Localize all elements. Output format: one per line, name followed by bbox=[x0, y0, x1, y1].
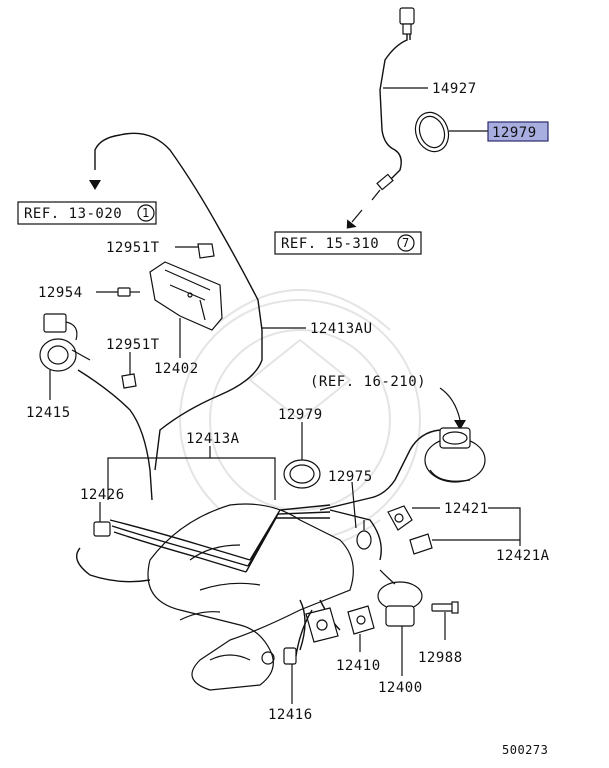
arrow-ref13-head bbox=[89, 180, 101, 190]
label-12979-mid[interactable]: 12979 bbox=[278, 407, 323, 423]
sensor-12421A[interactable] bbox=[409, 533, 433, 555]
clamp-12979-top[interactable] bbox=[410, 108, 454, 157]
label-12951T-b[interactable]: 12951T bbox=[106, 337, 160, 353]
distributor-ref16[interactable] bbox=[424, 427, 486, 483]
ref13-box[interactable] bbox=[17, 201, 157, 225]
label-12954[interactable]: 12954 bbox=[38, 285, 83, 301]
label-12426[interactable]: 12426 bbox=[80, 487, 125, 503]
arrow-ref16-head bbox=[454, 420, 466, 430]
label-12413A[interactable]: 12413A bbox=[186, 431, 240, 447]
vacuum-hose-left bbox=[77, 369, 153, 501]
label-12951T-a[interactable]: 12951T bbox=[106, 240, 160, 256]
ref15-box[interactable] bbox=[274, 231, 422, 255]
ref16-text[interactable]: (REF. 16-210) bbox=[310, 374, 426, 390]
clip-12951T-b[interactable] bbox=[121, 373, 137, 389]
ref15-num: 7 bbox=[402, 236, 410, 250]
bracket-12402[interactable] bbox=[149, 261, 223, 331]
gasket-12410[interactable] bbox=[347, 605, 375, 635]
bracket-line-12413A bbox=[107, 457, 276, 500]
highlight-box-12979 bbox=[487, 121, 549, 142]
fitting-12975[interactable] bbox=[356, 520, 372, 550]
sensor-12421[interactable] bbox=[387, 505, 413, 531]
pipe-12416[interactable] bbox=[283, 609, 313, 665]
label-12413AU[interactable]: 12413AU bbox=[310, 321, 373, 337]
arrow-ref16-shaft bbox=[439, 387, 461, 421]
leader-12975 bbox=[351, 481, 357, 529]
label-12400[interactable]: 12400 bbox=[378, 680, 423, 696]
clip-12951T-a[interactable] bbox=[197, 243, 215, 259]
connector-12426[interactable] bbox=[93, 521, 111, 537]
bolt-12954[interactable] bbox=[117, 287, 140, 297]
label-12975[interactable]: 12975 bbox=[328, 469, 373, 485]
label-12410[interactable]: 12410 bbox=[336, 658, 381, 674]
label-12979-highlighted[interactable]: 12979 bbox=[492, 125, 537, 141]
label-12416[interactable]: 12416 bbox=[268, 707, 313, 723]
ref13-num: 1 bbox=[142, 206, 150, 220]
clamp-12979-mid[interactable] bbox=[283, 459, 321, 489]
engine-manifold bbox=[147, 503, 354, 691]
vacuum-hose-right bbox=[319, 429, 441, 511]
ref13-text: REF. 13-020 bbox=[24, 206, 122, 222]
ref13-num-circle bbox=[137, 204, 155, 222]
diagram-id: 500273 bbox=[502, 743, 548, 757]
arrow-ref15-shaft bbox=[351, 209, 363, 223]
arrow-ref15-head bbox=[346, 219, 357, 229]
label-12402[interactable]: 12402 bbox=[154, 361, 199, 377]
label-14927[interactable]: 14927 bbox=[432, 81, 477, 97]
vacuum-hose-upper bbox=[94, 132, 263, 331]
bolt-12988[interactable] bbox=[431, 601, 459, 614]
egr-valve-12400[interactable] bbox=[377, 569, 423, 627]
label-12988[interactable]: 12988 bbox=[418, 650, 463, 666]
label-12421[interactable]: 12421 bbox=[444, 501, 489, 517]
label-12421A[interactable]: 12421A bbox=[496, 548, 550, 564]
adapter-plate bbox=[305, 607, 339, 643]
vacuum-hose-center bbox=[154, 330, 263, 471]
bracket-line-12421A bbox=[432, 507, 521, 541]
label-12415[interactable]: 12415 bbox=[26, 405, 71, 421]
ref15-text: REF. 15-310 bbox=[281, 236, 379, 252]
hose-bundle bbox=[76, 504, 382, 651]
sensor-harness-14927[interactable] bbox=[371, 7, 415, 201]
solenoid-valve-12415[interactable] bbox=[39, 313, 91, 372]
ref15-num-circle bbox=[397, 234, 415, 252]
